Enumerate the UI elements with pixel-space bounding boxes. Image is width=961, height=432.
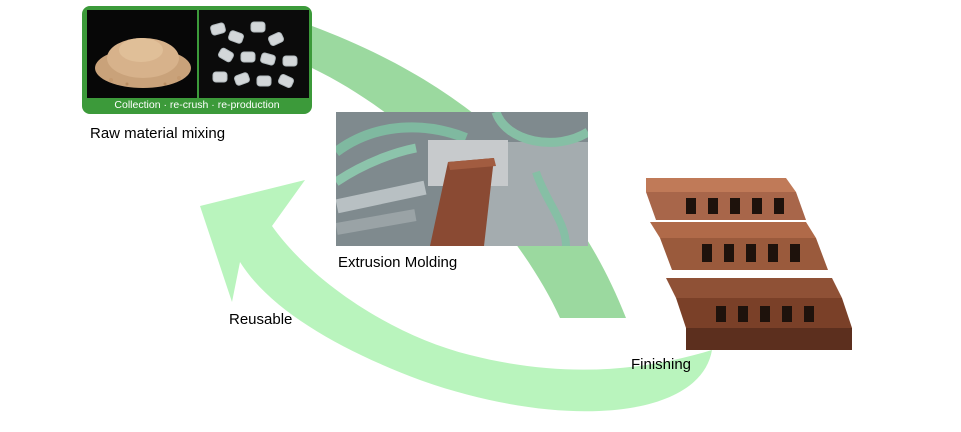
raw-material-image: Collection · re-crush · re-production xyxy=(82,6,312,114)
pellets-photo xyxy=(199,10,309,98)
raw-material-label: Raw material mixing xyxy=(90,125,225,142)
reusable-label: Reusable xyxy=(229,311,292,328)
extrusion-label: Extrusion Molding xyxy=(338,254,457,271)
raw-material-caption: Collection · re-crush · re-production xyxy=(82,97,312,113)
extrusion-image xyxy=(336,112,588,246)
finished-product-image xyxy=(646,178,852,350)
sawdust-photo xyxy=(87,10,197,98)
finishing-label: Finishing xyxy=(631,356,691,373)
